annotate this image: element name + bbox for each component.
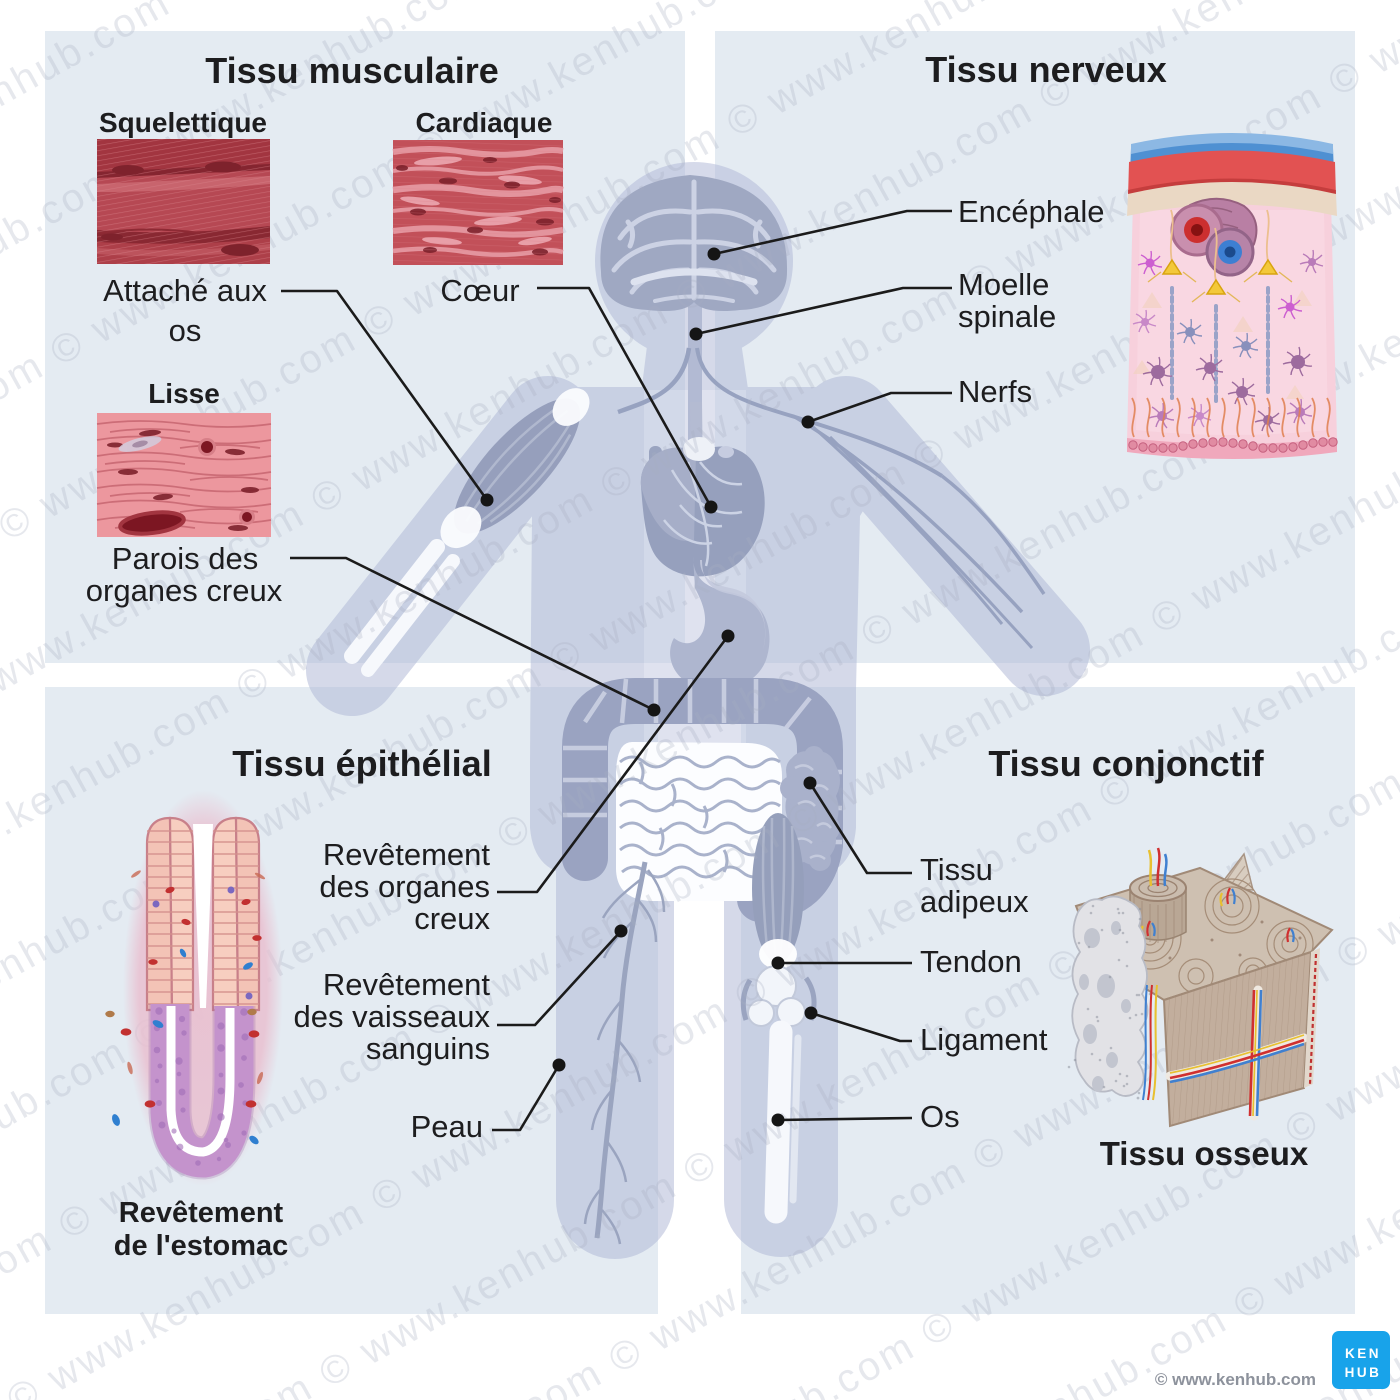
svg-text:HUB: HUB — [1345, 1365, 1382, 1380]
svg-text:Revêtement: Revêtement — [323, 967, 491, 1002]
svg-text:de l'estomac: de l'estomac — [114, 1230, 289, 1262]
svg-text:des vaisseaux: des vaisseaux — [294, 999, 491, 1034]
svg-text:© www.kenhub.com: © www.kenhub.com — [1155, 1370, 1316, 1389]
svg-text:Tissu osseux: Tissu osseux — [1100, 1135, 1309, 1172]
svg-text:Tissu conjonctif: Tissu conjonctif — [988, 743, 1264, 784]
svg-text:sanguins: sanguins — [366, 1031, 490, 1066]
svg-text:Ligament: Ligament — [920, 1022, 1048, 1057]
svg-text:Revêtement: Revêtement — [119, 1197, 284, 1229]
svg-text:KEN: KEN — [1345, 1346, 1381, 1361]
svg-text:des organes: des organes — [319, 869, 490, 904]
svg-text:Tissu épithélial: Tissu épithélial — [232, 743, 491, 784]
svg-text:Tissu nerveux: Tissu nerveux — [925, 49, 1166, 90]
svg-text:creux: creux — [414, 901, 490, 936]
svg-text:Os: Os — [920, 1099, 960, 1134]
svg-text:Tendon: Tendon — [920, 944, 1022, 979]
svg-text:Tissu: Tissu — [920, 852, 993, 887]
svg-text:os: os — [169, 313, 202, 348]
svg-text:Tissu musculaire: Tissu musculaire — [205, 50, 498, 91]
svg-text:Revêtement: Revêtement — [323, 837, 491, 872]
svg-text:Attaché aux: Attaché aux — [103, 273, 267, 308]
svg-text:Parois des: Parois des — [112, 541, 258, 576]
svg-text:Squelettique: Squelettique — [99, 107, 267, 138]
svg-text:Peau: Peau — [411, 1109, 483, 1144]
svg-text:adipeux: adipeux — [920, 884, 1029, 919]
svg-text:organes creux: organes creux — [86, 573, 283, 608]
svg-text:Cœur: Cœur — [440, 273, 519, 308]
svg-text:Moelle: Moelle — [958, 267, 1049, 302]
svg-text:Lisse: Lisse — [148, 378, 220, 409]
svg-text:spinale: spinale — [958, 299, 1056, 334]
svg-text:Nerfs: Nerfs — [958, 374, 1032, 409]
svg-text:Encéphale: Encéphale — [958, 194, 1105, 229]
svg-text:Cardiaque: Cardiaque — [416, 107, 553, 138]
